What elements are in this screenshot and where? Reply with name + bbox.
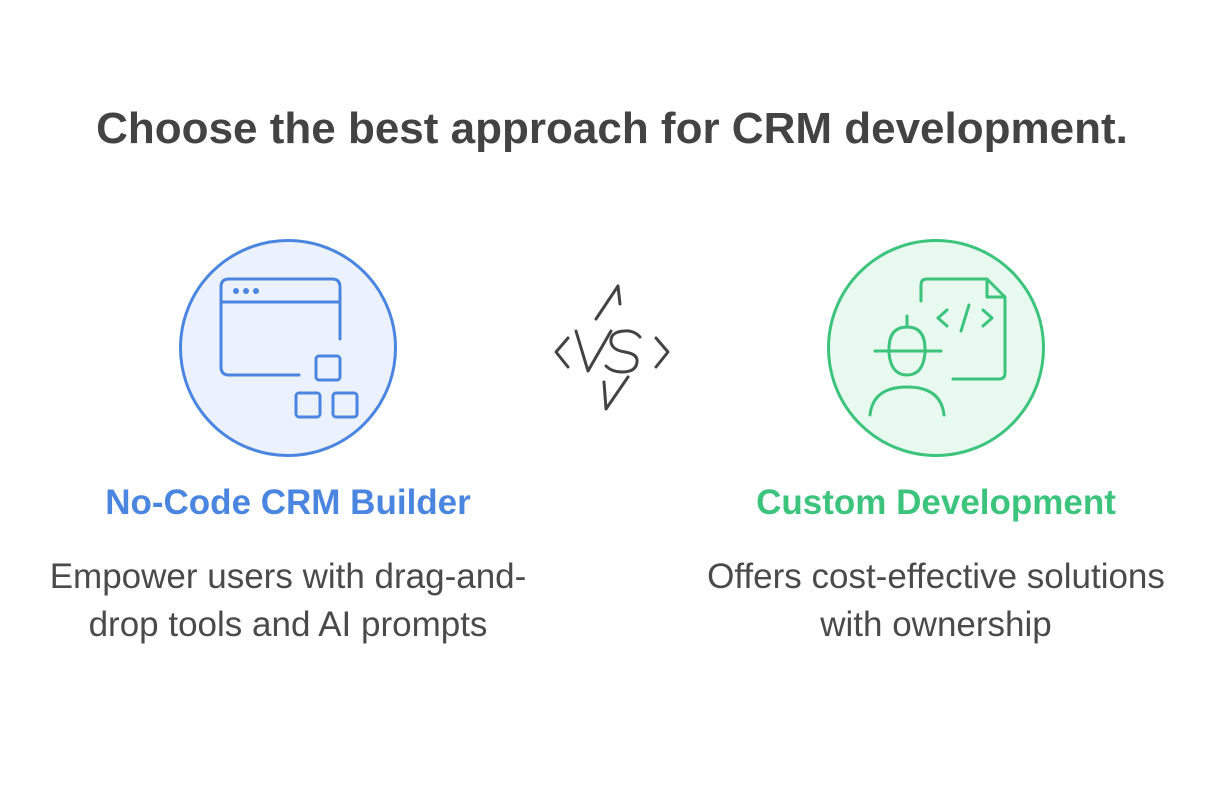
custom-dev-description: Offers cost-effective solutions with own…	[707, 557, 1165, 644]
versus-icon	[548, 282, 676, 419]
browser-window-blocks-icon	[219, 277, 359, 419]
custom-dev-icon-circle	[827, 239, 1045, 457]
page-title: Choose the best approach for CRM develop…	[96, 104, 1128, 153]
no-code-heading: No-Code CRM Builder	[105, 483, 471, 522]
no-code-description: Empower users with drag-and-drop tools a…	[49, 557, 527, 644]
custom-dev-heading: Custom Development	[756, 483, 1116, 522]
developer-code-file-icon	[868, 277, 1007, 417]
no-code-icon-circle	[179, 239, 397, 457]
